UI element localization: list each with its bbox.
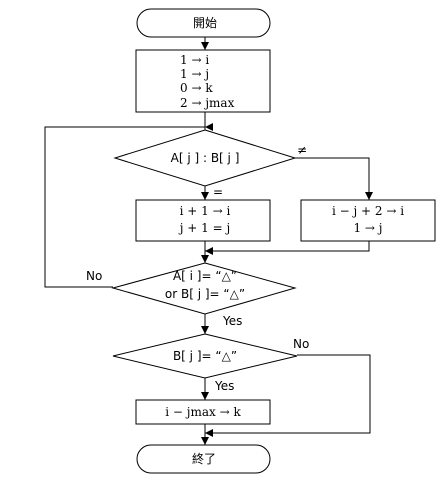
init-line-4: 2 → jmax <box>180 96 235 110</box>
end-terminal: 終了 <box>136 444 271 474</box>
equal-branch-label: = <box>213 185 223 199</box>
connector-decision2-no <box>205 354 371 434</box>
init-line-2: 1 → j <box>180 67 209 81</box>
equal-process-shape <box>135 199 271 242</box>
decision-2: B[ j ]= “△” No Yes <box>112 333 309 393</box>
decision-1-no-label: No <box>86 269 102 283</box>
decision-1-line-2: or B[ j ]= “△” <box>165 287 245 301</box>
decision-1-shape <box>111 262 297 315</box>
notequal-line-1: i − j + 2 → i <box>332 204 404 218</box>
decision-2-no-label: No <box>293 337 309 351</box>
connector-decision1-no-loop <box>44 126 205 288</box>
arrowhead <box>201 192 209 200</box>
init-line-3: 0 → k <box>180 81 213 95</box>
end-label: 終了 <box>192 451 216 466</box>
notequal-process-shape <box>300 199 436 242</box>
notequal-line-2: 1 → j <box>353 221 382 235</box>
decision-1: A[ i ]= “△” or B[ j ]= “△” No Yes <box>86 262 297 328</box>
decision-2-label: B[ j ]= “△” <box>173 349 237 363</box>
start-terminal-shape <box>136 8 271 38</box>
compare-label: A[ j ] : B[ j ] <box>171 151 240 165</box>
decision-2-shape <box>112 333 298 379</box>
connectors <box>44 37 371 445</box>
start-terminal: 開始 <box>136 8 271 38</box>
init-process-shape <box>135 49 271 113</box>
arrowhead <box>365 192 373 200</box>
init-line-1: 1 → i <box>180 53 209 67</box>
decision-1-line-1: A[ i ]= “△” <box>173 269 237 283</box>
compare-decision-shape <box>113 129 297 187</box>
arrowhead <box>201 326 209 334</box>
compare-decision: A[ j ] : B[ j ] = ≠ <box>113 129 307 199</box>
equal-line-1: i + 1 → i <box>180 204 231 218</box>
arrowhead <box>201 42 209 50</box>
end-terminal-shape <box>136 444 271 474</box>
equal-process: i + 1 → i j + 1 = j <box>135 199 271 242</box>
init-process: 1 → i 1 → j 0 → k 2 → jmax <box>135 49 271 113</box>
connector-notequal-merge <box>205 241 370 252</box>
arrowhead <box>201 255 209 263</box>
decision-2-yes-label: Yes <box>214 379 234 393</box>
equal-line-2: j + 1 = j <box>178 221 230 235</box>
notequal-process: i − j + 2 → i 1 → j <box>300 199 436 242</box>
notequal-branch-label: ≠ <box>297 143 307 157</box>
connector-compare-notequal <box>295 157 370 200</box>
result-label: i − jmax → k <box>165 405 241 419</box>
start-label: 開始 <box>193 16 217 30</box>
arrowhead <box>201 437 209 445</box>
arrowhead <box>205 123 213 131</box>
result-process: i − jmax → k <box>135 399 271 425</box>
result-process-shape <box>135 399 271 425</box>
arrowhead <box>205 247 213 255</box>
arrowhead <box>201 392 209 400</box>
decision-1-yes-label: Yes <box>222 314 242 328</box>
arrowhead <box>205 429 213 437</box>
